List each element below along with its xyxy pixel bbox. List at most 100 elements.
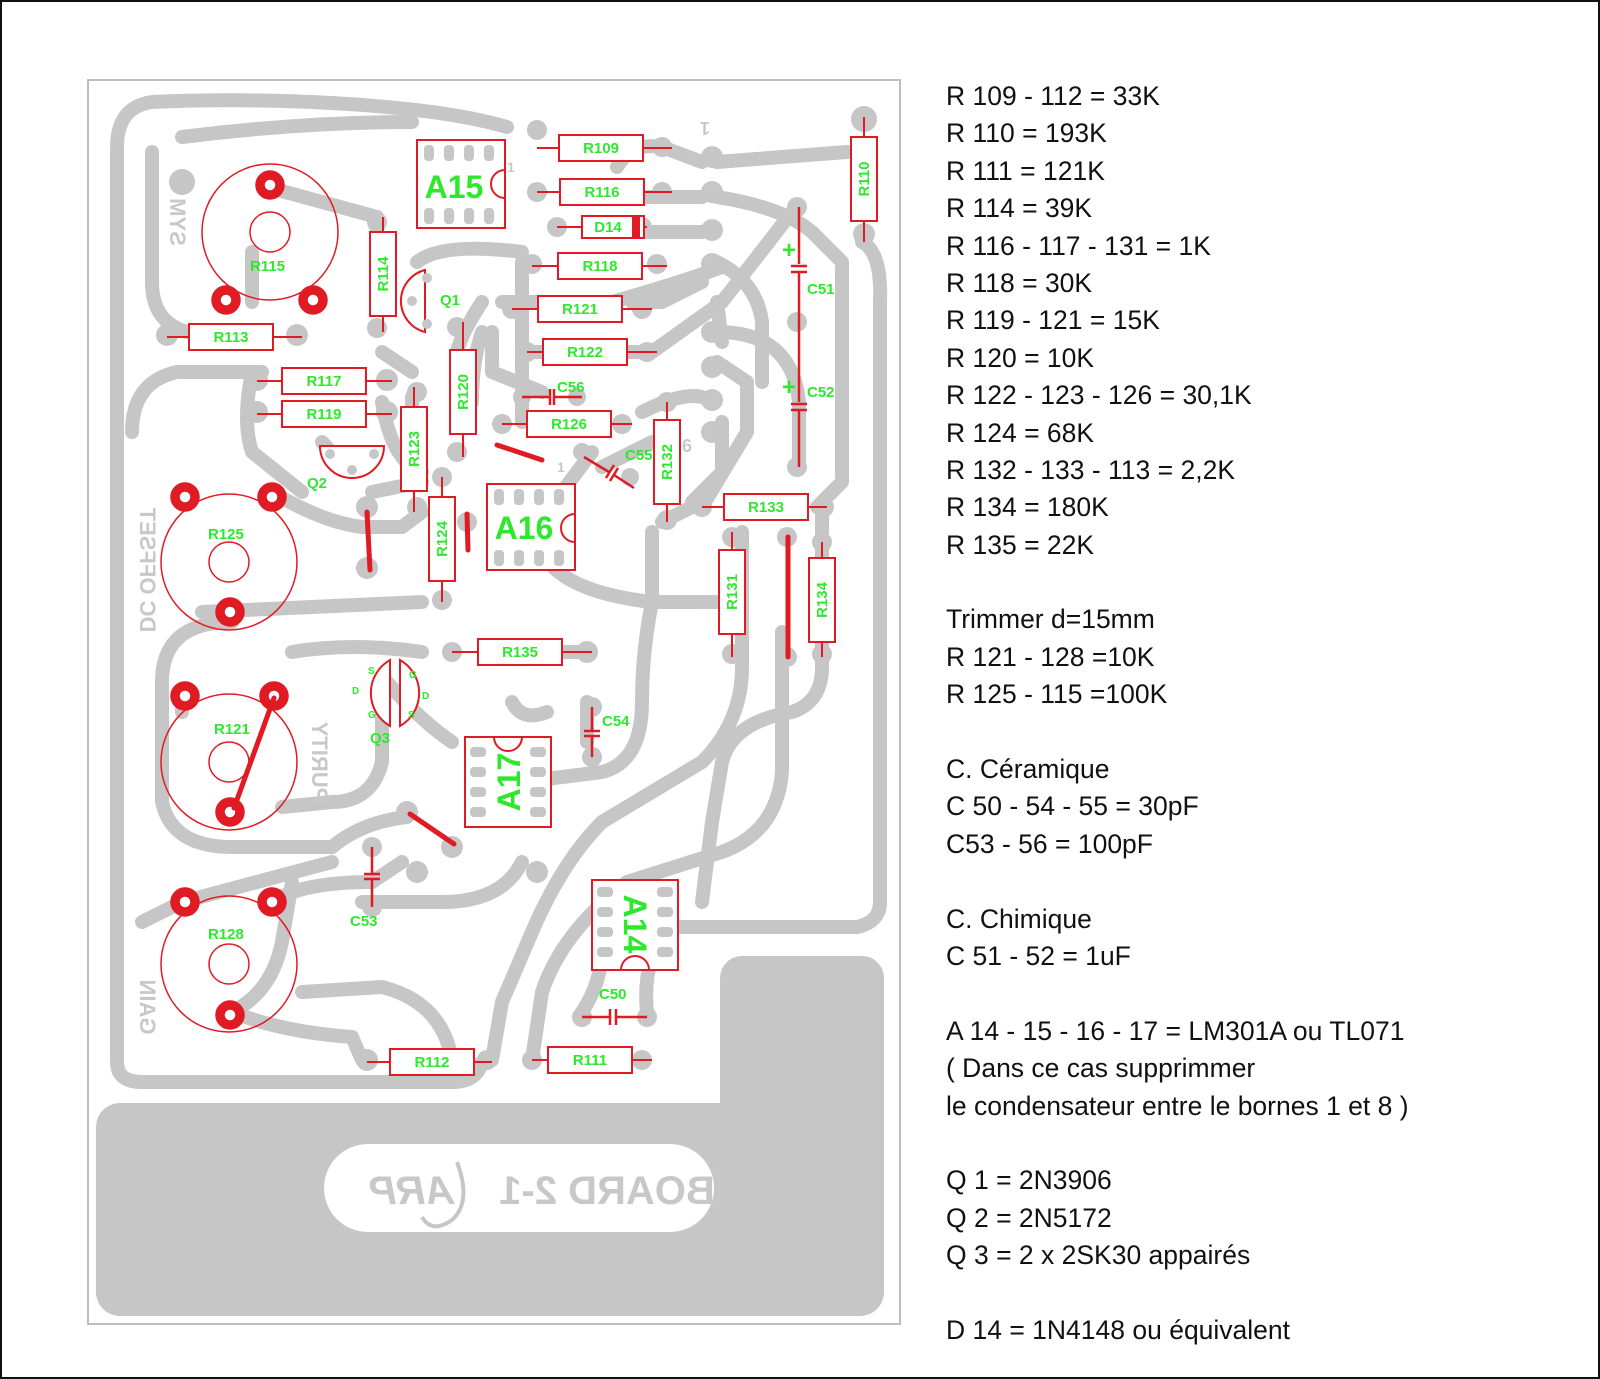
label-r110: R110: [856, 161, 873, 196]
label-r125: R125: [208, 526, 244, 543]
q3-pin-d-left: D: [352, 686, 359, 697]
transistor-q1: Q1: [399, 268, 460, 334]
label-q3: Q3: [370, 730, 390, 747]
bom-line: R 121 - 128 =10K: [946, 641, 1155, 672]
resistor-r123: [400, 387, 428, 512]
bom-line: C 50 - 54 - 55 = 30pF: [946, 791, 1199, 822]
jumpers: [231, 442, 791, 847]
label-q2: Q2: [307, 475, 327, 492]
transistor-q3: S D G G D S Q3: [352, 658, 429, 747]
label-r117: R117: [306, 373, 341, 390]
resistor-r122: [527, 338, 657, 366]
ic-a15: A15: [416, 139, 506, 229]
bom-line: D 14 = 1N4148 ou équivalent: [946, 1314, 1291, 1345]
logo-swirl: [420, 1161, 466, 1229]
board-badge: BOARD 2-1 ARP: [324, 1144, 715, 1232]
resistor-r131: [718, 532, 746, 657]
resistor-r120: [449, 322, 477, 457]
bom-line: R 119 - 121 = 15K: [946, 305, 1160, 336]
q3-pin-d-right: D: [422, 691, 429, 702]
label-r124: R124: [434, 520, 451, 557]
label-r132: R132: [659, 444, 676, 480]
q3-pin-g-left: G: [368, 710, 376, 721]
label-r135: R135: [502, 644, 538, 661]
resistor-r121: [512, 295, 652, 323]
board-title: BOARD 2-1: [499, 1169, 715, 1213]
ic-a17: A17: [464, 736, 552, 828]
label-r113: R113: [213, 329, 248, 346]
polarity-plus-c51: +: [782, 237, 796, 264]
label-r122: R122: [567, 344, 603, 361]
bom-spacer: [946, 1275, 1586, 1312]
label-r118: R118: [582, 258, 617, 275]
bom-line: R 122 - 123 - 126 = 30,1K: [946, 380, 1252, 411]
label-a15: A15: [425, 169, 484, 205]
resistors: [167, 117, 878, 1076]
label-c56: C56: [557, 379, 585, 396]
silk-legends: SYM DC OFFSET PURITY GAIN 1 1 1 6: [135, 118, 710, 1035]
bom-line: R 111 = 121K: [946, 155, 1105, 186]
silk-purity: PURITY: [307, 721, 332, 802]
label-r119: R119: [306, 406, 341, 423]
resistor-r113: [167, 323, 302, 351]
label-c51: C51: [807, 281, 835, 298]
q3-pin-g-right: G: [409, 670, 417, 681]
resistor-r117: [257, 367, 392, 395]
label-r120: R120: [455, 374, 472, 410]
resistor-r132: [653, 402, 681, 522]
board-logo: ARP: [369, 1169, 455, 1213]
label-c55: C55: [625, 447, 653, 464]
bom-line: C 51 - 52 = 1uF: [946, 940, 1131, 971]
label-r109: R109: [583, 140, 619, 157]
label-c54: C54: [602, 713, 630, 730]
ic-a14: A14: [591, 879, 679, 971]
bom-spacer: [946, 1125, 1586, 1162]
bom-line: A 14 - 15 - 16 - 17 = LM301A ou TL071: [946, 1015, 1405, 1046]
label-r116: R116: [584, 184, 619, 201]
silk-gain: GAIN: [135, 980, 160, 1035]
silk-pin1-a15: 1: [507, 159, 515, 175]
label-r112: R112: [414, 1054, 449, 1071]
silk-dc-offset: DC OFFSET: [135, 507, 160, 632]
label-r115: R115: [250, 258, 285, 275]
bom-line: C. Céramique: [946, 754, 1110, 785]
label-r121: R121: [562, 301, 598, 318]
trimmer-labels: R115 R125 R121 R128: [208, 258, 285, 943]
capacitor-c54: [584, 707, 600, 757]
resistor-r135: [452, 638, 592, 666]
diode-d14: D14: [557, 215, 647, 239]
ground-plane-right: [720, 956, 884, 1156]
capacitor-c56: [522, 389, 582, 405]
trimmer-r125: [160, 482, 298, 631]
resistor-r111: [532, 1046, 652, 1074]
resistor-r126: [502, 410, 632, 438]
resistor-r110: [850, 117, 878, 242]
resistor-r109: [537, 134, 672, 162]
label-r114: R114: [375, 256, 392, 292]
bom-line: R 125 - 115 =100K: [946, 679, 1168, 710]
bom-line: le condensateur entre le bornes 1 et 8 ): [946, 1090, 1409, 1121]
ic-a16: A16: [486, 483, 576, 571]
bom-line: Trimmer d=15mm: [946, 604, 1155, 635]
resistor-r133: [702, 493, 827, 521]
polarity-plus-c52: +: [782, 374, 796, 401]
label-d14: D14: [594, 219, 622, 236]
capacitor-c53: [364, 847, 380, 907]
label-c50: C50: [599, 986, 627, 1003]
q3-pin-s-left: S: [368, 666, 375, 677]
label-r128: R128: [208, 926, 244, 943]
label-r123: R123: [406, 431, 423, 467]
label-r131: R131: [724, 574, 741, 610]
capacitor-c50: [582, 1009, 647, 1025]
label-q1: Q1: [440, 292, 460, 309]
bom-line: R 132 - 133 - 113 = 2,2K: [946, 454, 1235, 485]
bom-line: C. Chimique: [946, 903, 1092, 934]
bom-line: R 116 - 117 - 131 = 1K: [946, 230, 1211, 261]
trimmer-r128: [160, 887, 298, 1033]
capacitor-c55: [583, 455, 635, 490]
capacitor-c51: [791, 207, 807, 322]
trimmer-r115: [201, 163, 339, 315]
